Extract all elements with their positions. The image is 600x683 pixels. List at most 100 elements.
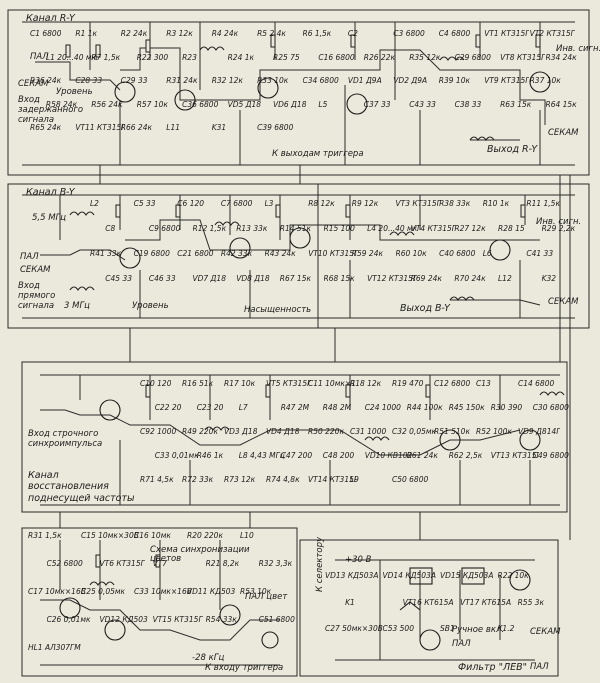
component-by-42: L12: [498, 275, 512, 283]
l7-inductor: [204, 426, 230, 431]
component-sync-2: C16 10мк: [134, 532, 171, 540]
component-by-5: R8 12к: [308, 200, 335, 208]
component-by-41: R70 24к: [454, 275, 486, 283]
component-ry-28: R32 12к: [211, 77, 243, 85]
filter-supply: +30 В: [345, 555, 372, 565]
component-by-17: L4 20...40 мкГн: [367, 225, 417, 233]
component-ry-40: VD5 Д18: [227, 100, 262, 109]
vt8-transistor: [257, 77, 279, 99]
component-by-7: VT3 КТ315Г: [395, 200, 441, 208]
component-ry-35: R37 10к: [529, 77, 561, 85]
component-ry-11: VT2 КТ315Г: [529, 30, 575, 38]
component-carrier-34: C48 200: [322, 452, 355, 460]
component-by-15: R14 51к: [279, 225, 312, 233]
filter-secam-label: СЕКАМ: [530, 627, 561, 637]
vt12-transistor: [489, 239, 511, 261]
component-ry-37: R56 24к: [91, 100, 123, 109]
component-by-27: VT10 КТ315Г: [308, 250, 358, 258]
component-sync-13: VD11 КД503: [187, 588, 236, 596]
component-sync-20: HL1 АЛ307ГМ: [28, 644, 81, 652]
by-inv-signal-label: Инв. сигн.: [536, 217, 582, 227]
component-carrier-6: R19 470: [392, 380, 424, 388]
ry-channel-frame: [7, 9, 590, 176]
ry-output-label: Выход R-Y: [487, 144, 538, 155]
component-carrier-37: R62 2,5к: [448, 452, 483, 460]
component-by-18: VT4 КТ315Г: [410, 225, 456, 233]
component-carrier-35: VD10 КВ102: [364, 452, 413, 460]
component-by-28: R59 24к: [351, 250, 384, 258]
l10-inductor: [89, 581, 115, 586]
ry-trigger-out-label: К выходам триггера: [272, 149, 364, 159]
l9-inductor: [539, 391, 565, 396]
ry-secam-label: СЕКАМ: [18, 79, 49, 89]
component-carrier-44: VT14 КТ315Г: [308, 476, 356, 484]
vt14-transistor: [519, 429, 541, 451]
component-carrier-13: R47 2М: [280, 404, 310, 412]
component-carrier-19: C30 6800: [532, 404, 569, 412]
component-ry-12: L1 20...40 мкГн: [45, 53, 97, 62]
component-ry-5: R5 2,4к: [257, 30, 286, 38]
component-carrier-46: C50 6800: [392, 476, 429, 484]
l1-inductor: [199, 46, 225, 51]
component-by-29: R60 10к: [395, 250, 427, 258]
by-secam-label: СЕКАМ: [20, 265, 51, 275]
component-ry-0: C1 6800: [30, 30, 62, 38]
component-carrier-28: R52 100к: [476, 428, 512, 436]
component-sync-9: R32 3,3к: [258, 560, 293, 568]
component-filter-7: R55 3к: [517, 598, 545, 607]
component-filter-9: C53 500: [382, 625, 414, 633]
component-carrier-39: C49 6800: [532, 452, 569, 460]
component-by-8: R38 33к: [439, 200, 471, 208]
component-ry-7: C2: [347, 30, 358, 38]
component-by-20: R28 15: [498, 225, 525, 233]
component-by-2: C6 120: [177, 200, 205, 208]
component-carrier-42: R73 12к: [224, 476, 256, 484]
filter-to-selector: К селектору: [315, 536, 325, 592]
component-carrier-31: R46 1к: [196, 452, 224, 460]
component-ry-13: R7 1,5к: [91, 53, 121, 62]
ry-secam-out-label: СЕКАМ: [548, 128, 579, 138]
component-by-43: K32: [541, 275, 557, 283]
component-sync-0: R31 1,5к: [28, 532, 62, 540]
component-ry-50: R66 24к: [120, 124, 153, 132]
component-carrier-11: C23 20: [196, 404, 224, 412]
component-by-30: C40 6800: [439, 250, 476, 258]
component-by-4: L3: [264, 200, 274, 208]
component-ry-2: R2 24к: [120, 30, 148, 38]
component-filter-2: VD15 КД503А: [440, 572, 494, 580]
carrier-channel-frame: [21, 361, 568, 513]
component-ry-25: C28 33: [75, 77, 103, 85]
component-by-1: C5 33: [133, 200, 156, 208]
vt9-transistor: [346, 93, 368, 115]
l2-inductor: [69, 211, 95, 216]
filter-pal-out: ПАЛ: [530, 662, 549, 672]
component-ry-26: C29 33: [120, 77, 148, 85]
ry-pal-label: ПАЛ: [30, 52, 49, 62]
component-ry-47: R64 15к: [545, 100, 577, 109]
component-ry-51: L11: [166, 124, 181, 132]
component-sync-1: C15 10мк×30В: [81, 532, 139, 540]
l11-inductor: [469, 136, 495, 141]
component-carrier-20: C92 1000: [140, 428, 177, 436]
component-ry-52: K31: [211, 124, 227, 132]
component-carrier-18: R30 390: [490, 404, 523, 412]
component-filter-0: VD13 КД503А: [325, 572, 379, 580]
component-ry-38: R57 10к: [136, 100, 168, 109]
component-ry-24: R36 24к: [30, 77, 62, 85]
component-sync-6: VT6 КТ315Г: [99, 560, 145, 568]
component-sync-15: C26 0,01мк: [46, 616, 91, 624]
hl1-led: [261, 631, 279, 649]
component-by-26: R43 24к: [264, 250, 296, 258]
ry-inv-signal-label: Инв. сигн.: [556, 44, 600, 54]
component-carrier-3: VT5 КТ315Г: [266, 380, 312, 388]
component-carrier-16: R44 100к: [406, 404, 443, 412]
component-sync-5: C52 6800: [46, 560, 83, 568]
component-by-35: VD7 Д18: [192, 275, 226, 283]
vt5-transistor: [99, 399, 121, 421]
component-by-34: C46 33: [148, 275, 176, 283]
by-pal-label: ПАЛ: [20, 252, 39, 262]
component-filter-6: VT17 КТ615А: [460, 598, 512, 607]
component-carrier-27: R51 510к: [434, 428, 470, 436]
ry-input-label: Вход задержанного сигнала: [18, 95, 84, 125]
vt13-transistor: [439, 429, 461, 451]
